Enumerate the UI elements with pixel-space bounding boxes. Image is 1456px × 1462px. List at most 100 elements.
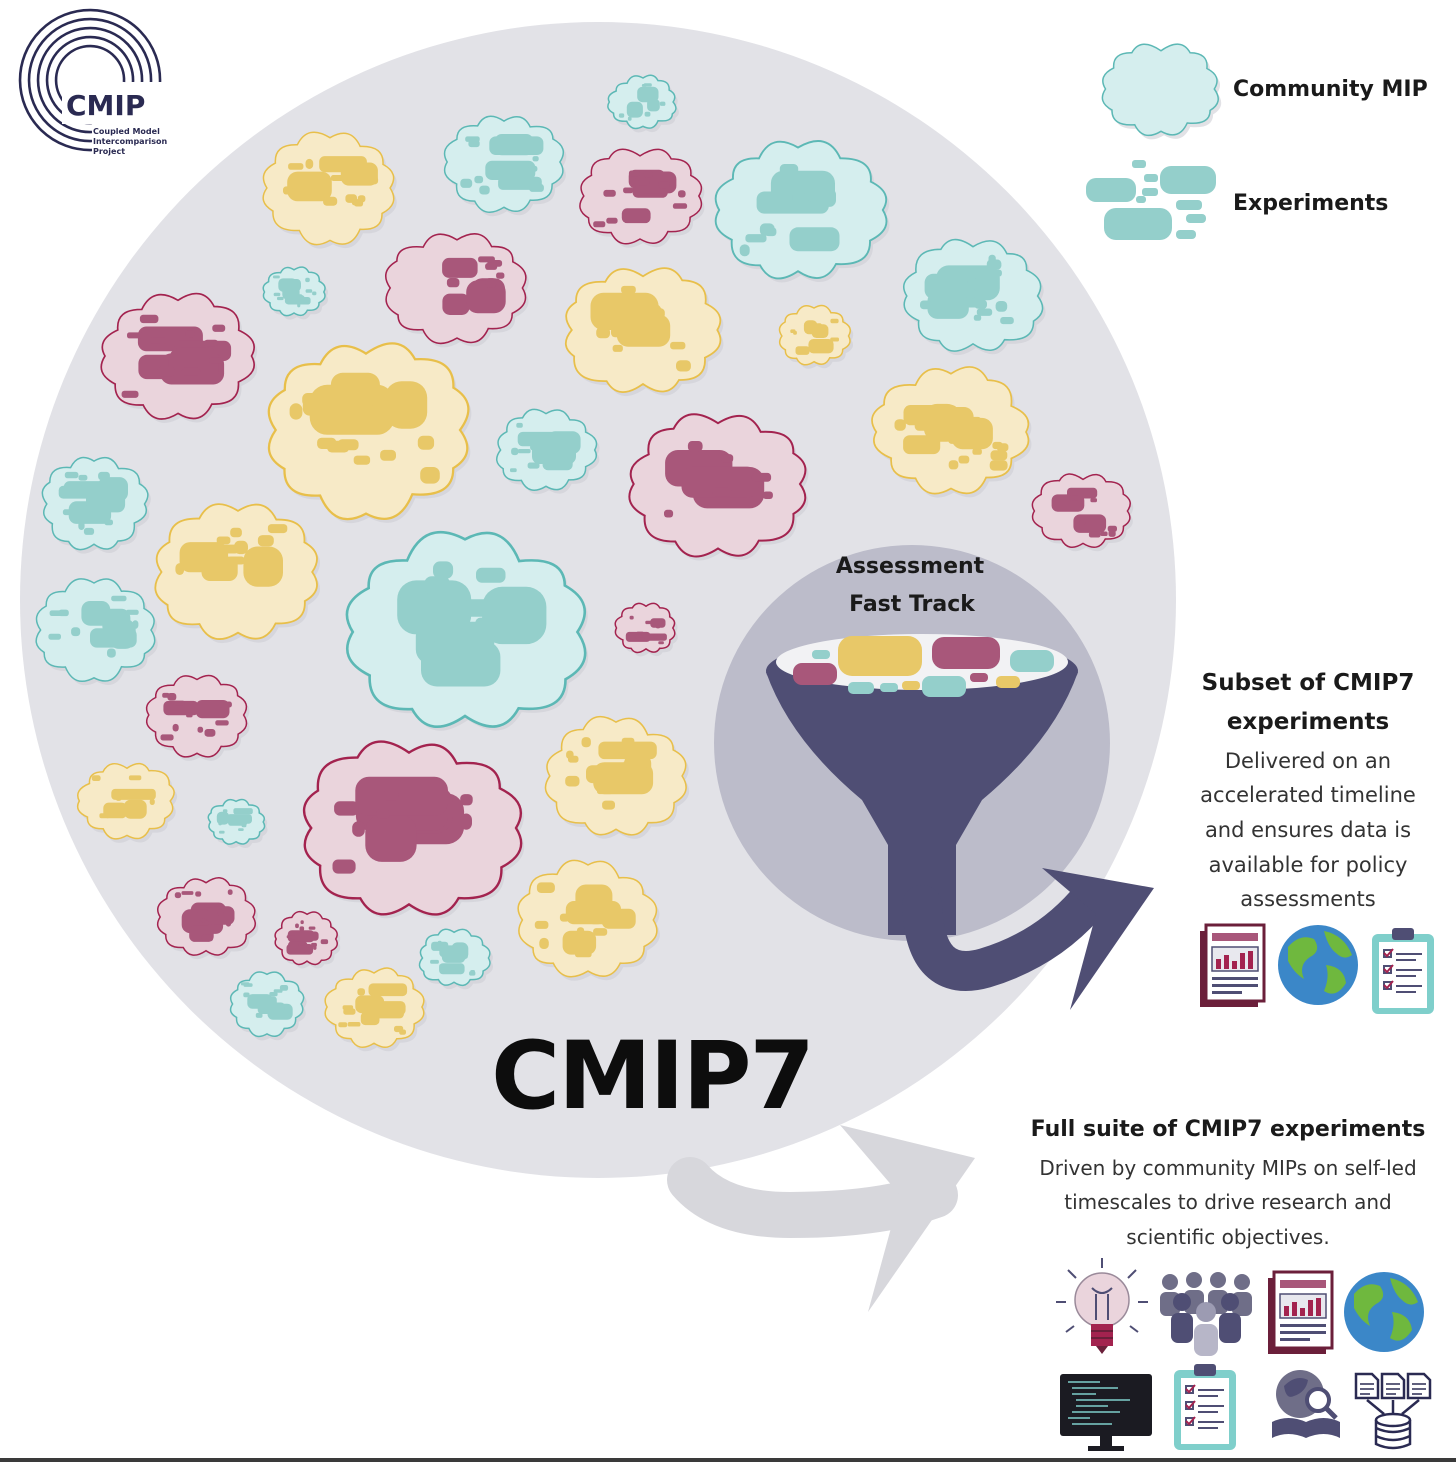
experiment-block <box>317 437 337 449</box>
experiment-block <box>596 766 610 777</box>
experiment-block <box>111 595 127 602</box>
experiment-block <box>598 741 657 760</box>
experiment-block <box>201 934 214 942</box>
experiment-block <box>602 800 615 810</box>
experiment-block <box>289 403 303 420</box>
community-mip-cloud <box>145 674 250 761</box>
experiment-block <box>576 927 585 936</box>
community-mip-cloud <box>76 762 178 843</box>
experiment-block <box>989 269 1002 277</box>
community-mip-cloud <box>262 131 397 249</box>
experiment-block <box>586 765 648 784</box>
experiment-block <box>343 1008 356 1015</box>
experiment-block <box>593 221 606 228</box>
experiment-block <box>664 509 674 518</box>
experiment-block <box>157 366 175 377</box>
community-mip-cloud <box>274 910 341 969</box>
cmip-logo: CMIP Coupled Model Intercomparison Proje… <box>18 8 172 156</box>
experiment-block <box>204 902 214 908</box>
experiment-block <box>123 799 147 819</box>
experiment-block <box>168 347 219 382</box>
experiment-block <box>894 419 906 431</box>
community-mip-cloud <box>345 530 589 731</box>
experiment-block <box>1100 531 1108 536</box>
experiment-block <box>300 920 304 925</box>
community-mip-cloud <box>614 602 678 657</box>
experiment-block <box>355 776 448 816</box>
experiment-block <box>98 471 110 481</box>
experiment-block <box>1079 520 1086 526</box>
experiment-block <box>338 1022 348 1028</box>
experiment-block <box>644 111 651 117</box>
experiment-block <box>305 289 313 293</box>
experiment-block <box>1088 531 1101 538</box>
experiment-block <box>228 818 248 826</box>
experiment-block <box>621 208 651 224</box>
experiment-block <box>789 227 840 252</box>
community-mip-cloud <box>544 715 690 839</box>
experiment-block <box>181 891 194 895</box>
experiment-block <box>289 175 302 185</box>
subset-title-2: experiments <box>1227 709 1389 735</box>
experiment-block <box>368 983 408 997</box>
experiment-block <box>125 609 139 615</box>
experiment-block <box>530 444 538 451</box>
experiment-block <box>461 954 468 959</box>
experiment-block <box>420 467 440 484</box>
experiment-block <box>227 556 245 565</box>
experiment-block <box>167 693 177 701</box>
experiment-block <box>603 189 616 197</box>
community-mip-cloud <box>778 304 854 369</box>
experiment-block <box>340 162 378 186</box>
experiment-block <box>439 945 464 958</box>
experiment-block <box>150 337 166 344</box>
experiment-block <box>442 257 478 278</box>
full-suite-section: Full suite of CMIP7 experiments Driven b… <box>1031 1117 1426 1249</box>
community-mip-cloud <box>564 267 724 397</box>
experiment-block <box>958 455 970 464</box>
experiment-block <box>121 390 139 398</box>
legend-experiments-icon <box>1086 160 1216 240</box>
experiment-block <box>132 620 139 629</box>
experiment-block <box>442 293 470 315</box>
logo-subtitle-3: Project <box>93 147 125 156</box>
experiment-block <box>795 346 810 355</box>
community-mip-cloud <box>41 456 151 554</box>
experiment-block <box>173 700 185 706</box>
experiment-block <box>779 164 799 176</box>
experiment-block <box>720 454 734 463</box>
community-mip-cloud <box>384 233 529 348</box>
experiment-block <box>485 263 498 270</box>
experiment-block <box>365 814 417 862</box>
experiment-block <box>104 805 113 813</box>
experiment-block <box>995 301 1008 312</box>
experiment-block <box>175 563 185 575</box>
experiment-block <box>305 277 310 283</box>
experiment-block <box>116 796 122 801</box>
experiment-block <box>257 1002 285 1014</box>
experiment-block <box>460 794 473 806</box>
experiment-block <box>86 491 126 513</box>
experiment-block <box>376 809 390 819</box>
experiment-block <box>517 431 558 447</box>
experiment-block <box>90 628 137 648</box>
community-mip-cloud <box>35 578 158 686</box>
experiment-block <box>739 244 750 257</box>
experiment-block <box>496 272 505 279</box>
legend: Community MIP Experiments <box>1086 43 1428 240</box>
experiment-block <box>277 296 284 301</box>
experiment-block <box>653 634 658 639</box>
subset-desc-4: available for policy <box>1209 853 1408 877</box>
experiment-block <box>654 308 665 320</box>
experiment-block <box>352 821 365 837</box>
community-mip-cloud <box>871 366 1032 498</box>
experiment-block <box>460 944 466 948</box>
experiment-block <box>257 535 274 547</box>
experiment-block <box>948 460 959 470</box>
experiment-block <box>334 801 359 816</box>
experiment-block <box>195 891 202 897</box>
experiment-block <box>670 341 686 350</box>
experiment-block <box>197 726 204 733</box>
community-mip-cloud <box>100 292 258 424</box>
